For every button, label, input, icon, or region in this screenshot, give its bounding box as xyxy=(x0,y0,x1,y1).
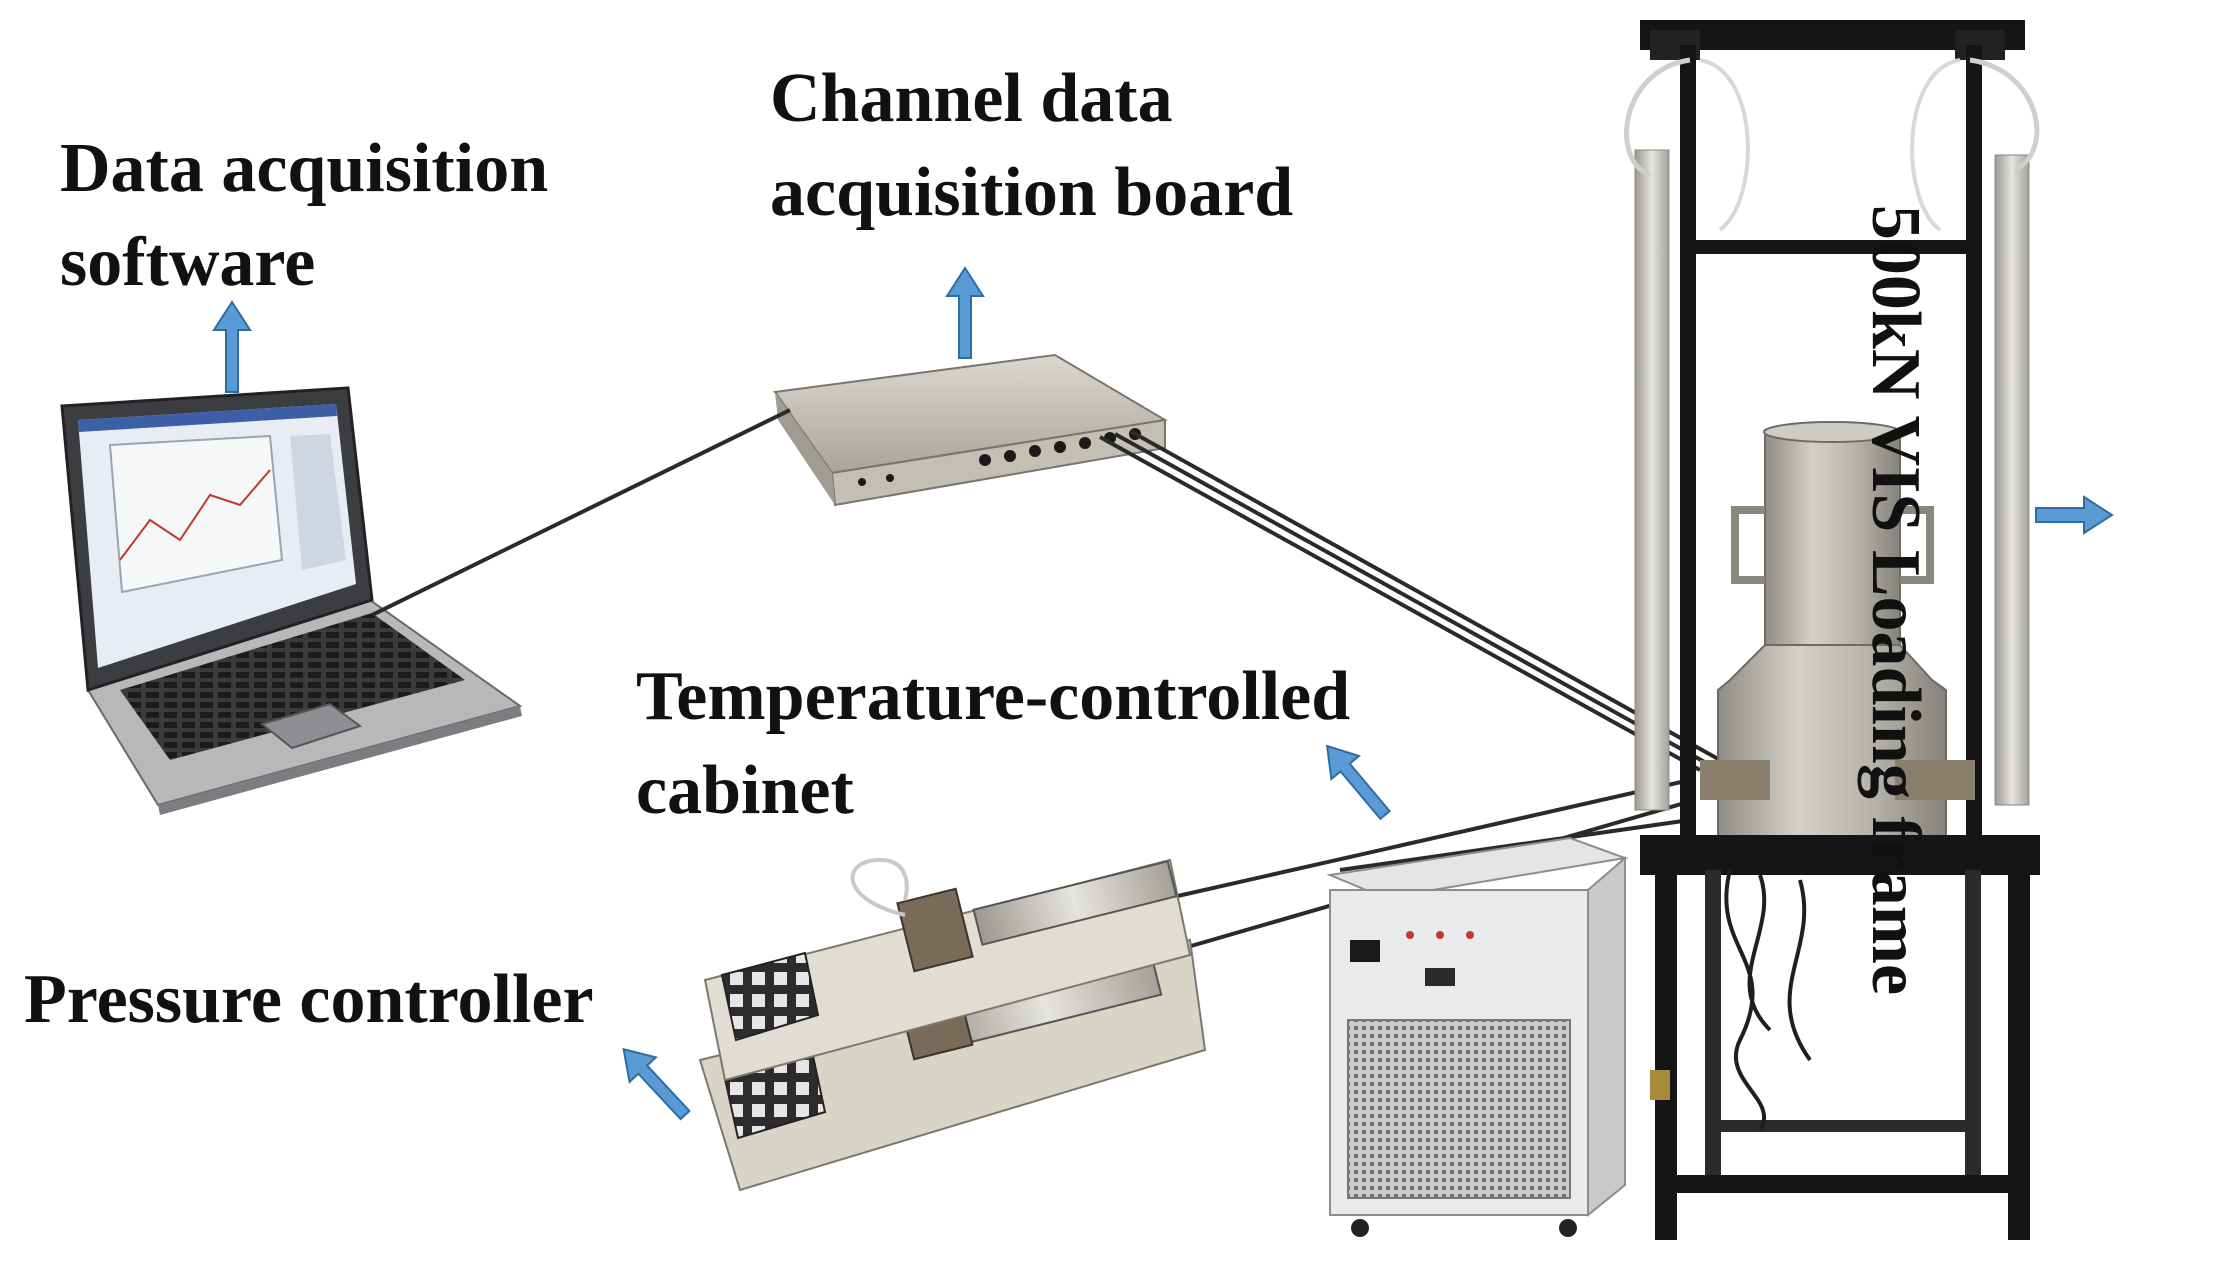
frame-valve xyxy=(1650,1070,1670,1100)
frame-leg-back-left xyxy=(1705,870,1721,1190)
cell-handle-left xyxy=(1731,506,1765,584)
label-line: 500kN VIS Loading frame xyxy=(1857,204,1934,996)
frame-hose-center-left xyxy=(1699,58,1750,232)
cell-upper-cylinder xyxy=(1764,429,1901,661)
laptop-keyboard xyxy=(120,613,465,760)
label-line: Pressure controller xyxy=(24,961,594,1038)
arrow-to-pressure-controller xyxy=(622,1047,691,1121)
pressure-cylinder-upper xyxy=(972,860,1178,946)
frame-leg-back-right xyxy=(1965,870,1981,1190)
frame-leg-left xyxy=(1655,870,1677,1240)
acquisition-board xyxy=(773,353,1168,507)
label-data-acquisition-software: Data acquisition software xyxy=(60,122,548,310)
loading-frame xyxy=(1624,20,2040,1240)
laptop-screen-trace xyxy=(119,469,271,561)
cabinet-wheel-left xyxy=(1351,1219,1369,1237)
cables xyxy=(371,408,1721,957)
laptop-screen-titlebar xyxy=(78,404,337,432)
arrow-to-channel-board xyxy=(945,266,985,359)
arrow-to-loading-frame xyxy=(2035,495,2114,535)
label-line: Temperature-controlled xyxy=(636,658,1351,735)
cell-top-cap xyxy=(1763,421,1901,443)
frame-column-left xyxy=(1680,45,1696,845)
cell-clamp-right xyxy=(1895,760,1975,800)
board-side xyxy=(775,392,835,505)
laptop xyxy=(60,386,523,815)
laptop-touchpad xyxy=(259,702,363,750)
temperature-cabinet xyxy=(1326,836,1629,1237)
pressure-controller-unit xyxy=(698,857,1207,1192)
frame-hose-center-right xyxy=(1910,58,1961,232)
label-channel-data-acquisition-board: Channel data acquisition board xyxy=(770,52,1293,240)
frame-column-right xyxy=(1966,45,1982,845)
laptop-screen-sidebar xyxy=(290,434,346,570)
label-pressure-controller: Pressure controller xyxy=(24,953,594,1047)
cell-clamp-left xyxy=(1700,760,1770,800)
frame-leg-right xyxy=(2008,870,2030,1240)
arrows xyxy=(212,266,2114,1121)
pressure-keypad-upper xyxy=(720,951,820,1042)
pressure-tube xyxy=(850,857,909,917)
cell-handle-right xyxy=(1900,506,1934,584)
cabinet-side xyxy=(1587,855,1626,1218)
label-temperature-controlled-cabinet: Temperature-controlled cabinet xyxy=(636,650,1350,838)
cabinet-grille xyxy=(1347,1019,1571,1199)
label-loading-frame: 500kN VIS Loading frame xyxy=(1856,205,1934,995)
laptop-screen-plot xyxy=(108,434,284,594)
laptop-base-edge xyxy=(158,706,522,815)
arrow-to-temp-cabinet xyxy=(1325,744,1392,821)
label-line: Channel data xyxy=(770,60,1173,137)
cabinet-display xyxy=(1350,940,1380,962)
frame-crossbar-mid xyxy=(1680,240,1982,254)
frame-rod-left xyxy=(1634,149,1670,811)
cabinet-wheel-right xyxy=(1559,1219,1577,1237)
cabinet-buttons xyxy=(1406,931,1474,939)
frame-bottom-rail-back xyxy=(1710,1120,1980,1132)
frame-hose-left xyxy=(1624,57,1691,178)
label-line: software xyxy=(60,224,316,301)
frame-rod-right xyxy=(1994,154,2030,806)
frame-hose-right xyxy=(1969,57,2040,173)
pressure-block-upper xyxy=(896,887,974,973)
arrow-to-daq-software xyxy=(212,300,252,393)
frame-bottom-rail xyxy=(1660,1175,2025,1193)
label-line: cabinet xyxy=(636,752,854,829)
label-line: acquisition board xyxy=(770,154,1294,231)
frame-platform xyxy=(1640,835,2040,875)
frame-wires xyxy=(1724,869,1812,1132)
cabinet-switch xyxy=(1425,968,1455,986)
label-line: Data acquisition xyxy=(60,130,549,207)
